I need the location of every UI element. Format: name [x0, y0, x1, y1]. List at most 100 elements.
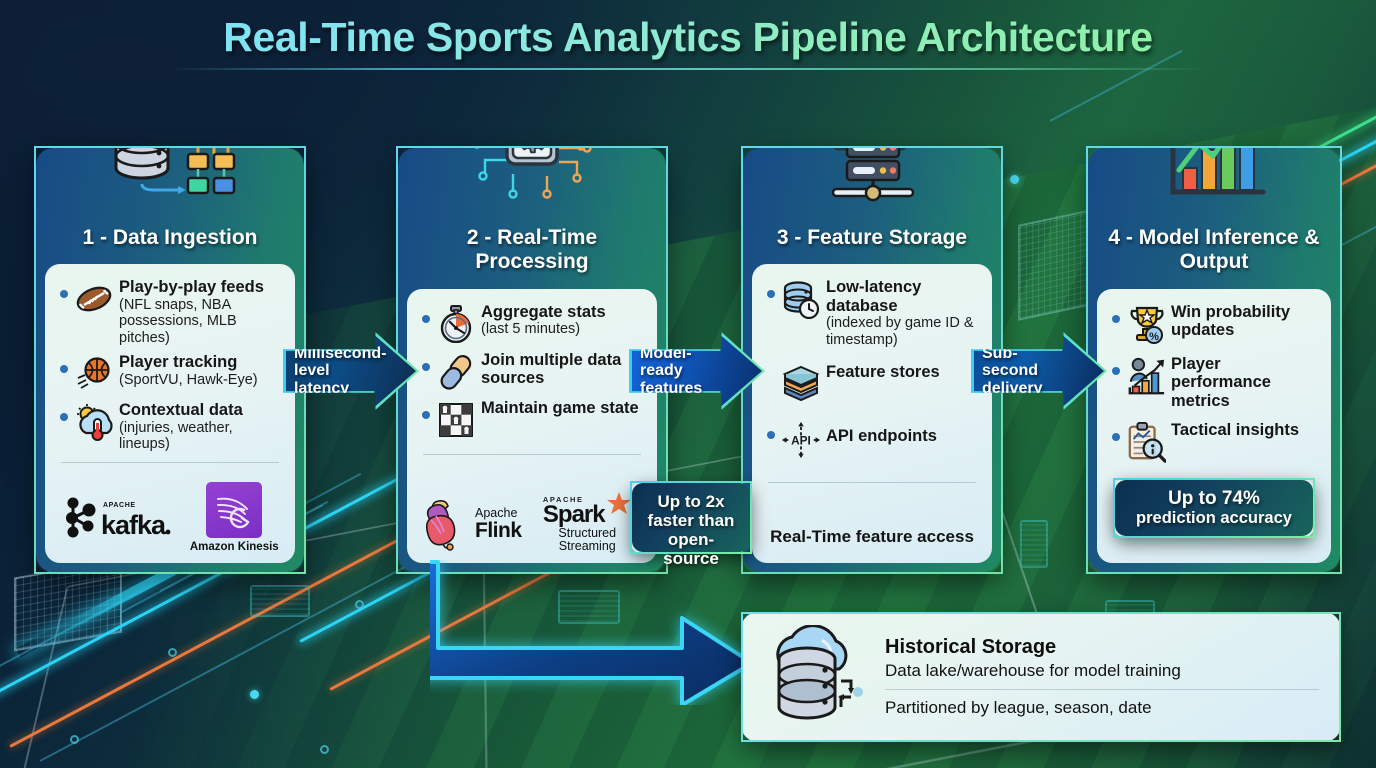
- card-title: 1 - Data Ingestion: [82, 226, 258, 249]
- callout-line1: Up to 74%: [1168, 488, 1260, 510]
- vendor-logo-row: Apache Flink APACHE Spark: [419, 491, 645, 553]
- pipeline-to-historical-arrow: [430, 560, 754, 705]
- list-item-title: Maintain game state: [481, 398, 639, 417]
- spark-name-label: Spark: [542, 500, 606, 528]
- layered-stack-icon: [781, 364, 821, 404]
- historical-storage-detail: Partitioned by league, season, date: [885, 698, 1152, 717]
- historical-storage-panel[interactable]: Historical Storage Data lake/warehouse f…: [741, 612, 1341, 742]
- svg-text:API: API: [791, 434, 811, 448]
- page-title-block: Real-Time Sports Analytics Pipeline Arch…: [0, 14, 1376, 70]
- bullet-list: Play-by-play feeds (NFL snaps, NBA posse…: [57, 277, 283, 453]
- apache-flink-logo: Apache Flink: [419, 496, 522, 552]
- card-feature-storage[interactable]: 3 - Feature Storage: [741, 146, 1003, 574]
- list-item-title: Feature stores: [826, 363, 940, 382]
- apache-spark-logo: APACHE Spark Structured Streaming: [530, 491, 645, 553]
- connector-label: Millisecond- level latency: [283, 345, 386, 398]
- amazon-kinesis-logo: Amazon Kinesis: [190, 482, 279, 553]
- connector-line1: Millisecond-: [294, 344, 387, 362]
- card-real-time-processing[interactable]: 2 - Real-Time Processing: [396, 146, 668, 574]
- callout-line3: open-source: [663, 530, 719, 569]
- list-item-subtitle: (SportVU, Hawk-Eye): [119, 371, 258, 388]
- card-header-real-time-processing: 2 - Real-Time Processing: [398, 148, 666, 289]
- list-item: Tactical insights: [1109, 420, 1319, 463]
- speed-callout: Up to 2x faster than open-source: [630, 481, 752, 568]
- svg-text:APACHE: APACHE: [103, 502, 136, 509]
- card-header-model-inference-output: % 4 - Model Inference & Output: [1088, 148, 1340, 289]
- list-item: Player tracking (SportVU, Hawk-Eye): [57, 352, 283, 394]
- list-item: % Win probability updates: [1109, 302, 1319, 344]
- card-header-data-ingestion: API: [36, 148, 304, 264]
- page-title: Real-Time Sports Analytics Pipeline Arch…: [223, 14, 1153, 60]
- list-item-title: Player performance metrics: [1171, 354, 1271, 410]
- flink-name-label: Flink: [475, 518, 522, 542]
- bullet-dot: [1112, 314, 1120, 323]
- vendor-logo-row: APACHE kafka Amazon Kinesis: [57, 482, 283, 553]
- bullet-list: Aggregate stats (last 5 minutes): [419, 302, 645, 440]
- flink-apache-label: Apache: [475, 506, 518, 521]
- chain-link-icon: [436, 352, 476, 392]
- bullet-dot: [1112, 366, 1120, 375]
- card-data-ingestion[interactable]: API: [34, 146, 306, 574]
- list-item: Player performance metrics: [1109, 354, 1319, 410]
- bullet-dot: [422, 362, 430, 371]
- connector-line1: Sub-second: [982, 344, 1039, 380]
- divider: [885, 689, 1319, 690]
- basketball-icon: [74, 354, 114, 394]
- cloud-database-sync-icon: [763, 623, 867, 730]
- list-item-title: Join multiple data sources: [481, 350, 622, 388]
- connector-line2: features: [640, 379, 703, 397]
- list-item-title: Aggregate stats: [481, 302, 606, 321]
- historical-storage-subtitle: Data lake/warehouse for model training: [885, 660, 1181, 680]
- database-clock-icon: [781, 279, 821, 320]
- bullet-list: Low-latency database (indexed by game ID…: [764, 277, 980, 460]
- kinesis-tile: [206, 482, 263, 538]
- historical-storage-title: Historical Storage: [885, 635, 1057, 658]
- gear-circuit-chip-icon: [398, 148, 666, 212]
- historical-storage-text: Historical Storage Data lake/warehouse f…: [885, 635, 1319, 719]
- list-item-title: Play-by-play feeds: [119, 278, 264, 297]
- connector-model-ready-features: Model-ready features: [629, 332, 765, 410]
- card-model-inference-output[interactable]: % 4 - Model Inference & Output: [1086, 146, 1342, 574]
- bullet-dot: [60, 290, 68, 299]
- stopwatch-icon: [436, 304, 476, 344]
- svg-text:kafka: kafka: [101, 510, 167, 540]
- list-item-title: Win probability updates: [1171, 302, 1291, 340]
- title-underline: [168, 68, 1208, 70]
- connector-millisecond-latency: Millisecond- level latency: [283, 332, 419, 410]
- list-item-title: Player tracking: [119, 353, 238, 372]
- card-title: 2 - Real-Time Processing: [466, 226, 598, 274]
- callout-line2: faster than: [647, 511, 735, 531]
- list-item-subtitle: (last 5 minutes): [481, 321, 581, 338]
- list-item: Contextual data (injuries, weather, line…: [57, 400, 283, 453]
- bullet-dot: [1112, 433, 1120, 442]
- connector-label: Model-ready features: [629, 345, 727, 398]
- bullet-dot: [60, 365, 68, 374]
- card-body-model-inference-output: % Win probability updates: [1097, 288, 1331, 563]
- card-title: 3 - Feature Storage: [776, 226, 968, 249]
- list-item: Maintain game state: [419, 398, 645, 440]
- weather-cloud-thermometer-icon: [74, 402, 114, 442]
- list-item-subtitle: (indexed by game ID & timestamp): [826, 315, 974, 348]
- callout-line1: Up to 2x: [657, 492, 725, 511]
- bullet-dot: [60, 413, 68, 422]
- list-item: API A: [764, 418, 980, 460]
- connector-label: Sub-second delivery: [971, 345, 1069, 398]
- list-item-title: Tactical insights: [1171, 421, 1300, 440]
- cloud-server-rack-icon: [743, 148, 1001, 212]
- list-item-subtitle: (NFL snaps, NBA possessions, MLB pitches…: [119, 296, 237, 346]
- list-item-title: Low-latency database: [826, 278, 922, 315]
- list-item: Play-by-play feeds (NFL snaps, NBA posse…: [57, 277, 283, 346]
- connector-line2: delivery: [982, 379, 1043, 397]
- divider: [423, 453, 641, 455]
- card-footnote: Real-Time feature access: [770, 527, 974, 547]
- callout-line2: prediction accuracy: [1136, 509, 1292, 528]
- list-item-title: API endpoints: [826, 427, 937, 446]
- card-title: 4 - Model Inference & Output: [1108, 226, 1320, 274]
- list-item: Join multiple data sources: [419, 350, 645, 392]
- bullet-dot: [422, 314, 430, 323]
- list-item: Aggregate stats (last 5 minutes): [419, 302, 645, 344]
- list-item: Feature stores: [764, 362, 980, 404]
- divider: [61, 461, 279, 463]
- connector-line1: Model-ready: [640, 344, 692, 380]
